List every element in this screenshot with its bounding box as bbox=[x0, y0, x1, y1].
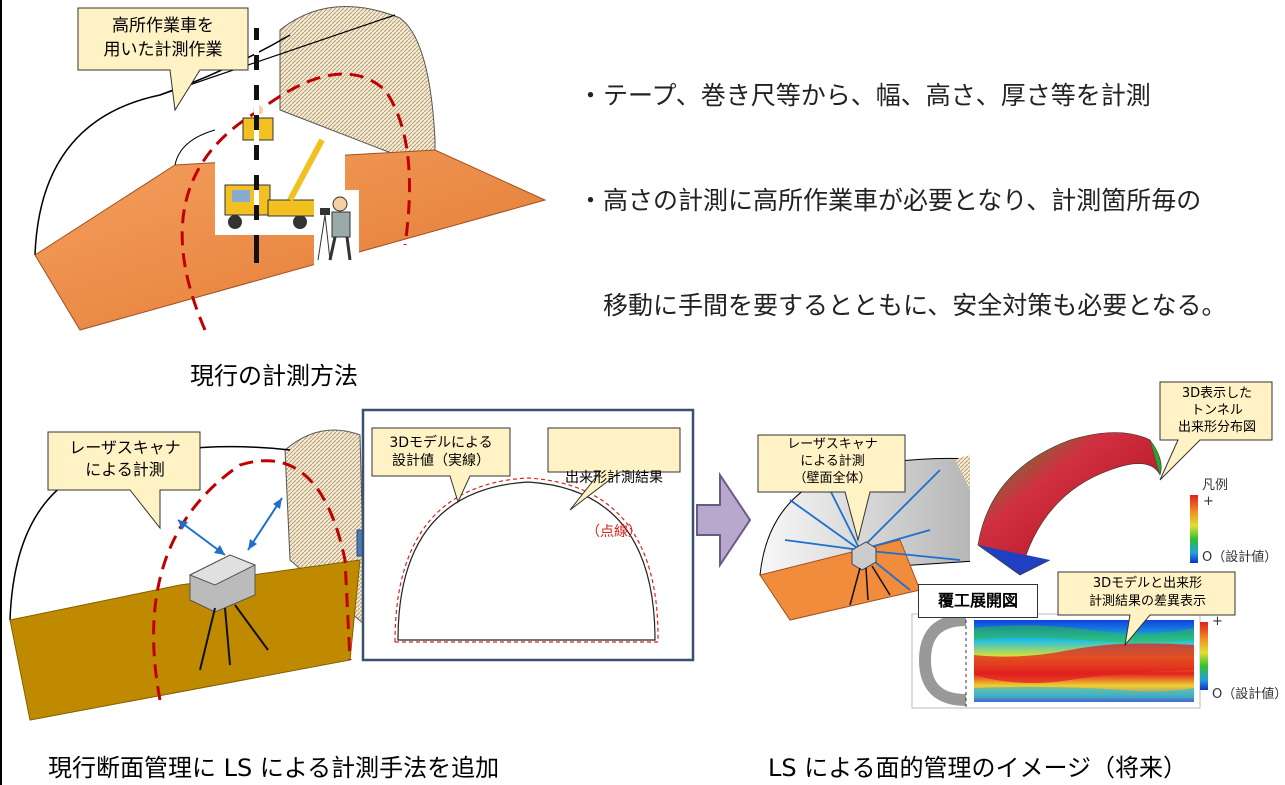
legend-title: 凡例 bbox=[1202, 478, 1229, 493]
caption-future-image: LS による面的管理のイメージ（将来） bbox=[768, 754, 1188, 782]
callout-result-line1: 出来形計測結果 bbox=[565, 470, 663, 486]
legend2-plus: + bbox=[1212, 614, 1223, 629]
label-development-view: 覆工展開図 bbox=[918, 584, 1038, 618]
left-border-line bbox=[0, 0, 2, 785]
callout-right-text: レーザスキャナ による計測 （壁面全体） bbox=[787, 437, 878, 486]
tunnel-illustration-left bbox=[9, 429, 366, 721]
legend-color-bar bbox=[1190, 495, 1198, 563]
bullet-item: ・テープ、巻き尺等から、幅、高さ、厚さ等を計測 bbox=[578, 81, 1151, 110]
callout-model-text: 3Dモデルによる 設計値（実線） bbox=[389, 435, 493, 469]
callout-diff-shape bbox=[1057, 571, 1236, 647]
bullet-list: ・テープ、巻き尺等から、幅、高さ、厚さ等を計測 ・高さの計測に高所作業車が必要と… bbox=[578, 8, 1227, 358]
caption-ls-added: 現行断面管理に LS による計測手法を追加 bbox=[48, 754, 500, 782]
callout-right-shape bbox=[757, 434, 906, 542]
callout-top-shape bbox=[77, 7, 249, 112]
tunnel-3d-distribution bbox=[970, 415, 1170, 576]
bullet-item: 移動に手間を要するとともに、安全対策も必要となる。 bbox=[578, 291, 1227, 320]
callout-result-text: 出来形計測結果 （点線） bbox=[548, 433, 680, 559]
callout-left-shape bbox=[47, 431, 201, 530]
callout-3d-text: 3D表示した トンネル 出来形分布図 bbox=[1177, 386, 1256, 435]
callout-3d-shape bbox=[1159, 381, 1273, 481]
legend-plus: + bbox=[1203, 494, 1214, 509]
legend-zero: O（設計値） bbox=[1202, 550, 1278, 565]
right-arrow bbox=[696, 471, 752, 569]
legend2-zero: O（設計値） bbox=[1212, 687, 1285, 702]
tunnel-illustration-top bbox=[34, 5, 547, 331]
callout-top-text: 高所作業車を 用いた計測作業 bbox=[103, 16, 223, 60]
legend2-color-bar bbox=[1200, 622, 1208, 690]
callout-diff-text: 3Dモデルと出来形 計測結果の差異表示 bbox=[1088, 576, 1206, 609]
callout-result-line2: （点線） bbox=[586, 524, 642, 540]
development-view bbox=[911, 613, 1201, 709]
bullet-item: ・高さの計測に高所作業車が必要となり、計測箇所毎の bbox=[578, 186, 1202, 215]
caption-current-method: 現行の計測方法 bbox=[190, 362, 358, 390]
section-comparison-box bbox=[361, 408, 695, 662]
callout-left-text: レーザスキャナ による計測 bbox=[69, 438, 181, 479]
